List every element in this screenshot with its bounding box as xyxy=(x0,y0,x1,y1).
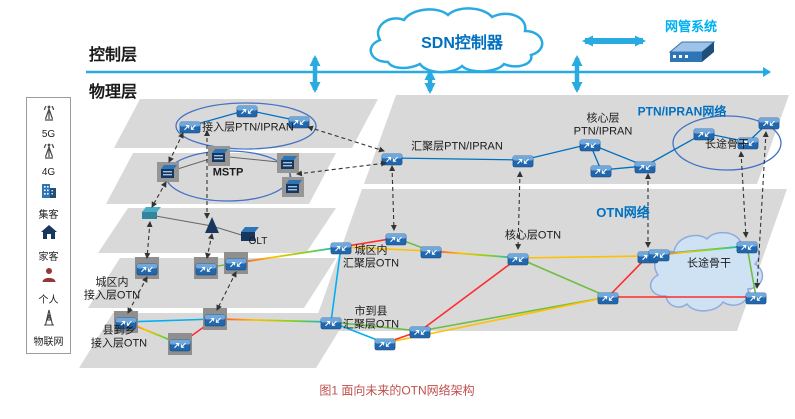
sidebar-item-personal: 个人 xyxy=(38,265,60,306)
router-icon xyxy=(179,121,201,134)
olt-device-icon xyxy=(142,207,161,219)
antenna-5g-icon xyxy=(38,103,60,128)
mstp-device-icon xyxy=(277,153,299,173)
router-icon xyxy=(745,292,767,305)
router-icon xyxy=(385,233,407,246)
nms-label: 网管系统 xyxy=(664,19,718,35)
ptn-network-title: PTN/IPRAN网络 xyxy=(637,104,727,119)
antenna-4g-icon xyxy=(38,141,60,166)
router-icon xyxy=(195,263,217,276)
otn-metro-access-label: 城区内 接入层OTN xyxy=(83,276,141,302)
sdn-controller-label: SDN控制器 xyxy=(421,35,503,53)
dashed-arrow xyxy=(144,221,153,259)
sidebar-item-4g: 4G xyxy=(38,141,60,178)
otn-core-label: 核心层OTN xyxy=(504,229,562,242)
router-icon xyxy=(634,161,656,174)
dashed-arrow xyxy=(738,151,749,238)
olt-label: OLT xyxy=(248,235,268,247)
mstp-device-icon xyxy=(157,162,179,182)
dashed-arrow xyxy=(216,271,237,311)
olt-device-icon xyxy=(241,227,259,241)
sidebar-item-home: 家客 xyxy=(38,222,60,263)
figure-caption: 图1 面向未来的OTN网络架构 xyxy=(319,383,475,398)
control-layer-label: 控制层 xyxy=(88,47,138,65)
ptn-backbone-label: 长途骨干 xyxy=(705,138,749,151)
router-icon xyxy=(136,263,158,276)
router-icon xyxy=(225,258,247,271)
otn-links-cyan xyxy=(125,245,748,344)
dashed-arrow xyxy=(296,160,387,177)
sidebar-item-label: 家客 xyxy=(38,252,59,264)
sidebar-item-business: 集客 xyxy=(38,180,60,221)
otn-county-aggregation-label: 市到县 汇聚层OTN xyxy=(342,305,400,331)
router-icon xyxy=(374,338,396,351)
olt-antenna-icon xyxy=(205,217,219,233)
router-icon xyxy=(648,249,670,262)
router-icon xyxy=(381,153,403,166)
link xyxy=(214,318,332,323)
router-icon xyxy=(507,253,529,266)
otn-metro-aggregation-label: 城区内 汇聚层OTN xyxy=(342,244,400,270)
control-physical-arrows xyxy=(309,55,583,94)
router-icon xyxy=(236,105,258,118)
plane-otn-county-access xyxy=(79,313,350,368)
sidebar-item-iot: 物联网 xyxy=(34,307,64,348)
otn-links-green xyxy=(205,237,757,332)
plane-ptn-core xyxy=(364,95,789,184)
nms-server-icon xyxy=(668,41,716,62)
inter-layer-dashed-arrows xyxy=(127,125,769,314)
dashed-arrow xyxy=(307,125,385,153)
sidebar-item-label: 物联网 xyxy=(33,336,64,348)
router-icon xyxy=(512,155,534,168)
layer-planes xyxy=(79,95,789,368)
otn-backbone-label: 长途骨干 xyxy=(687,257,731,270)
sidebar-item-label: 个人 xyxy=(38,294,59,306)
mstp-device-icon xyxy=(208,146,230,166)
otn-links-red xyxy=(179,237,756,345)
router-icon xyxy=(169,339,191,352)
dashed-arrow xyxy=(515,171,523,250)
sidebar-item-label: 5G xyxy=(41,129,56,140)
link xyxy=(430,250,519,259)
home-icon xyxy=(38,222,60,247)
router-icon xyxy=(320,317,342,330)
mstp-label: MSTP xyxy=(212,166,244,179)
user-types-panel: 5G 4G 集客 家客 个人 物联网 xyxy=(26,97,71,354)
router-icon xyxy=(597,292,619,305)
olt-devices xyxy=(142,207,259,241)
dashed-arrow xyxy=(151,181,167,208)
router-icon xyxy=(420,246,442,259)
ptn-backbone-ring xyxy=(672,115,782,171)
physical-layer-label: 物理层 xyxy=(88,84,138,102)
sidebar-item-label: 集客 xyxy=(38,209,59,221)
sidebar-item-label: 4G xyxy=(41,167,56,179)
ptn-core-label: 核心层 PTN/IPRAN xyxy=(573,112,633,138)
sdn-controller-cloud xyxy=(369,7,544,74)
router-icon xyxy=(204,314,226,327)
ptn-aggregation-label: 汇聚层PTN/IPRAN xyxy=(411,140,503,153)
router-icon xyxy=(758,117,780,130)
ptn-access-label: 接入层PTN/IPRAN xyxy=(202,121,294,134)
router-icon xyxy=(736,241,758,254)
radio-tower-icon xyxy=(38,307,60,332)
link xyxy=(235,246,342,264)
person-icon xyxy=(38,265,60,290)
router-icon xyxy=(409,326,431,339)
dashed-arrow xyxy=(168,132,184,163)
mstp-device-icon xyxy=(282,177,304,197)
router-icon xyxy=(579,139,601,152)
otn-network-title: OTN网络 xyxy=(596,205,650,221)
router-icon xyxy=(590,165,612,178)
otn-county-access-label: 县到乡 接入层OTN xyxy=(90,324,148,350)
office-building-icon xyxy=(38,180,60,205)
dashed-arrow xyxy=(754,131,769,289)
dashed-arrow xyxy=(389,165,397,231)
sidebar-item-5g: 5G xyxy=(38,103,60,140)
